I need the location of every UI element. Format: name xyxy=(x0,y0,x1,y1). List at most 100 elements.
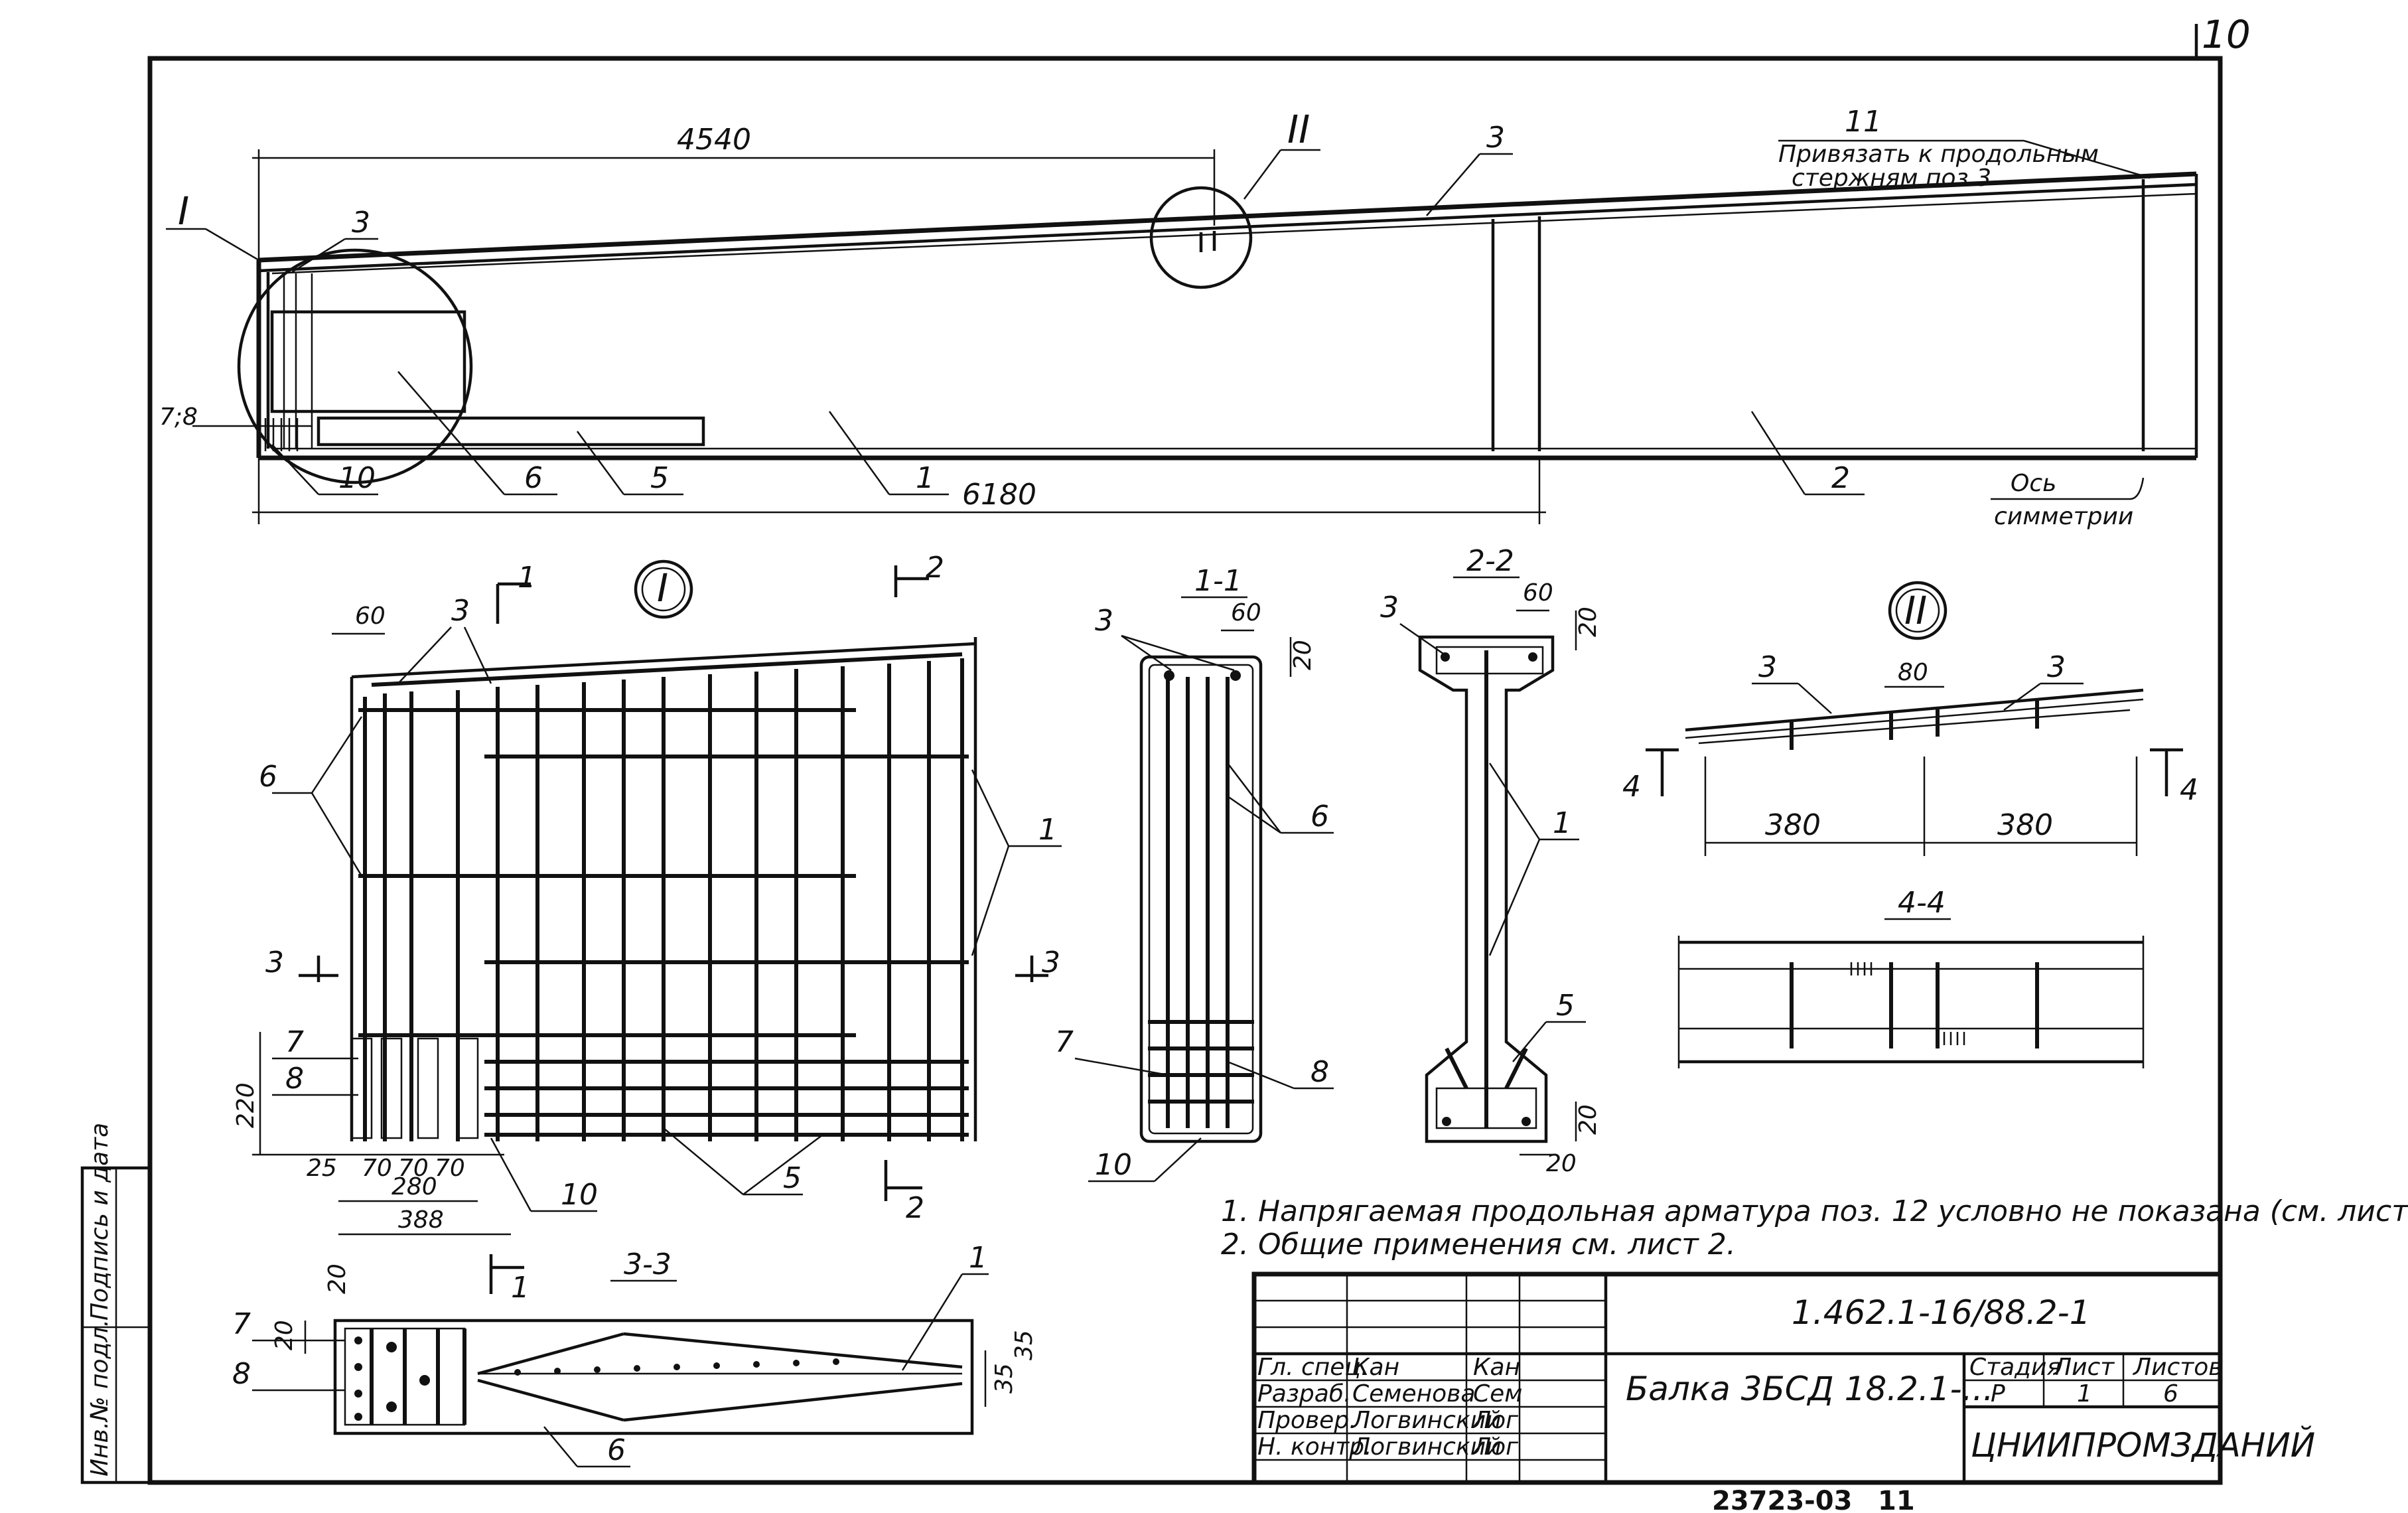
detail-I-cut-3-left: 3 xyxy=(265,946,284,979)
detail-I-dim-220: 220 xyxy=(232,1082,259,1128)
dim-6180: 6180 xyxy=(962,478,1036,512)
note-2: 2. Общие применения см. лист 2. xyxy=(1221,1228,1736,1261)
row-1-sign: Кан xyxy=(1473,1354,1520,1381)
section-2-2-pos-5: 5 xyxy=(1556,989,1575,1023)
detail-I-cut-2-bottom: 2 xyxy=(906,1191,924,1225)
detail-I-dim-70a: 70 xyxy=(362,1155,392,1182)
section-3-3-pos-6: 6 xyxy=(607,1433,626,1467)
detail-II-cut-4-right: 4 xyxy=(2180,773,2198,807)
row-2-role: Разраб. xyxy=(1257,1380,1351,1407)
detail-I-circle xyxy=(237,248,473,484)
section-1-1-pos-6: 6 xyxy=(1310,800,1329,833)
sheet-label: Лист xyxy=(2052,1354,2115,1381)
section-3-3-pos-1: 1 xyxy=(969,1241,987,1275)
detail-II-pos-3-left: 3 xyxy=(1758,650,1777,684)
side-stamp-date-label: Подпись и дата xyxy=(86,1123,113,1321)
side-stamp: Подпись и дата Инв.№ подл. xyxy=(80,1123,152,1484)
detail-II-circle xyxy=(1149,186,1253,289)
detail-I-cut-1: 1 xyxy=(518,561,536,595)
detail-I-pos-8: 8 xyxy=(285,1062,304,1096)
drawing-code: 1.462.1-16/88.2-1 xyxy=(1792,1293,2091,1332)
row-2-sign: Сем xyxy=(1473,1380,1522,1407)
organization: ЦНИИПРОМЗДАНИЙ xyxy=(1971,1425,2315,1465)
section-1-1-dim-20: 20 xyxy=(1289,640,1316,670)
section-1-1: 1-1 60 20 3 6 7 8 10 xyxy=(1055,564,1334,1183)
pos-5-top: 5 xyxy=(650,461,669,495)
detail-I-pos-5: 5 xyxy=(783,1161,802,1195)
row-4-name: Логвинский xyxy=(1351,1433,1502,1461)
detail-I-pos-1: 1 xyxy=(1038,813,1057,847)
footer-number: 23723-03 xyxy=(1712,1486,1852,1513)
pos-3-top: 3 xyxy=(1486,121,1505,155)
section-2-2-pos-3: 3 xyxy=(1380,591,1399,624)
detail-I: I xyxy=(232,551,1062,1236)
row-4-sign: Лог xyxy=(1472,1433,1519,1461)
pos-7-8: 7;8 xyxy=(159,403,198,431)
stage-value: Р xyxy=(1991,1380,2005,1407)
detail-I-dim-25: 25 xyxy=(307,1155,337,1182)
label-detail-II: II xyxy=(1287,107,1310,152)
note-1: 1. Напрягаемая продольная арматура поз. … xyxy=(1221,1194,2408,1228)
pos-1-top: 1 xyxy=(916,461,934,495)
notes: 1. Напрягаемая продольная арматура поз. … xyxy=(1221,1194,2408,1261)
section-3-3-cut-1: 1 xyxy=(511,1271,530,1305)
detail-I-dim-60: 60 xyxy=(355,603,386,630)
section-2-2-title: 2-2 xyxy=(1466,544,1514,578)
section-1-1-pos-7: 7 xyxy=(1055,1025,1074,1059)
row-1-name: Кан xyxy=(1352,1354,1399,1381)
section-2-2: 2-2 60 20 20 20 3 1 5 xyxy=(1380,544,1602,1177)
row-3-name: Логвинский xyxy=(1351,1407,1502,1434)
section-3-3-dim-20b: 20 xyxy=(271,1320,298,1350)
detail-II-dim-80: 80 xyxy=(1898,659,1928,686)
section-1-1-dim-60: 60 xyxy=(1231,599,1261,626)
section-2-2-pos-1: 1 xyxy=(1553,806,1571,840)
detail-I-dim-70b: 70 xyxy=(398,1155,429,1182)
section-1-1-pos-3: 3 xyxy=(1095,604,1113,638)
section-3-3-pos-8: 8 xyxy=(232,1357,251,1391)
section-2-2-dim-20b: 20 xyxy=(1575,1104,1602,1135)
detail-I-cut-2-top: 2 xyxy=(926,551,944,585)
section-2-2-dim-20a: 20 xyxy=(1575,607,1602,637)
detail-I-dim-280: 280 xyxy=(391,1173,437,1200)
pos-2-top: 2 xyxy=(1831,461,1850,495)
pos-6-top: 6 xyxy=(524,461,543,495)
detail-II-dim-380-right: 380 xyxy=(1997,808,2053,842)
section-2-2-dim-60: 60 xyxy=(1523,579,1553,607)
detail-I-dim-70c: 70 xyxy=(435,1155,465,1182)
detail-II-dim-380-left: 380 xyxy=(1765,808,1821,842)
section-3-3-dim-35a: 35 xyxy=(991,1363,1018,1394)
stage-label: Стадия xyxy=(1969,1354,2061,1381)
section-1-1-title: 1-1 xyxy=(1194,564,1242,598)
section-3-3: 3-3 1 20 20 35 35 7 8 xyxy=(232,1241,1038,1468)
section-1-1-pos-10: 10 xyxy=(1095,1148,1132,1182)
sheet-value: 1 xyxy=(2077,1380,2092,1407)
section-1-1-pos-8: 8 xyxy=(1310,1055,1329,1089)
detail-II-cut-4-left: 4 xyxy=(1622,770,1641,804)
section-3-3-dim-35b: 35 xyxy=(1011,1330,1038,1360)
row-2-name: Семенова xyxy=(1352,1380,1475,1407)
detail-I-pos-10: 10 xyxy=(561,1178,598,1212)
detail-I-cut-3-right: 3 xyxy=(1042,946,1060,979)
section-4-4: 4-4 xyxy=(1677,886,2145,1068)
sheets-label: Листов xyxy=(2132,1354,2222,1381)
dim-4540: 4540 xyxy=(677,123,751,157)
row-3-role: Провер. xyxy=(1257,1407,1357,1434)
axis-of-symmetry-1: Ось xyxy=(2011,470,2056,497)
note-attach-line2: стержням поз.3 xyxy=(1792,165,1991,192)
detail-II-pos-3-right: 3 xyxy=(2047,650,2066,684)
side-stamp-inv-label: Инв.№ подл. xyxy=(86,1319,113,1477)
detail-I-pos-3: 3 xyxy=(451,594,470,628)
pos-11: 11 xyxy=(1845,105,1882,139)
axis-of-symmetry-2: симметрии xyxy=(1994,503,2133,530)
footer-page: 11 xyxy=(1878,1486,1915,1513)
detail-II-title: II xyxy=(1904,588,1927,633)
detail-I-pos-6: 6 xyxy=(259,760,277,794)
section-3-3-pos-7: 7 xyxy=(232,1307,251,1341)
pos-10-top: 10 xyxy=(338,461,376,495)
detail-I-title: I xyxy=(657,565,668,611)
label-detail-I: I xyxy=(178,188,189,234)
sheet-number: 10 xyxy=(2202,12,2251,57)
section-3-3-dim-20a: 20 xyxy=(324,1263,351,1294)
detail-I-pos-7: 7 xyxy=(285,1025,304,1059)
